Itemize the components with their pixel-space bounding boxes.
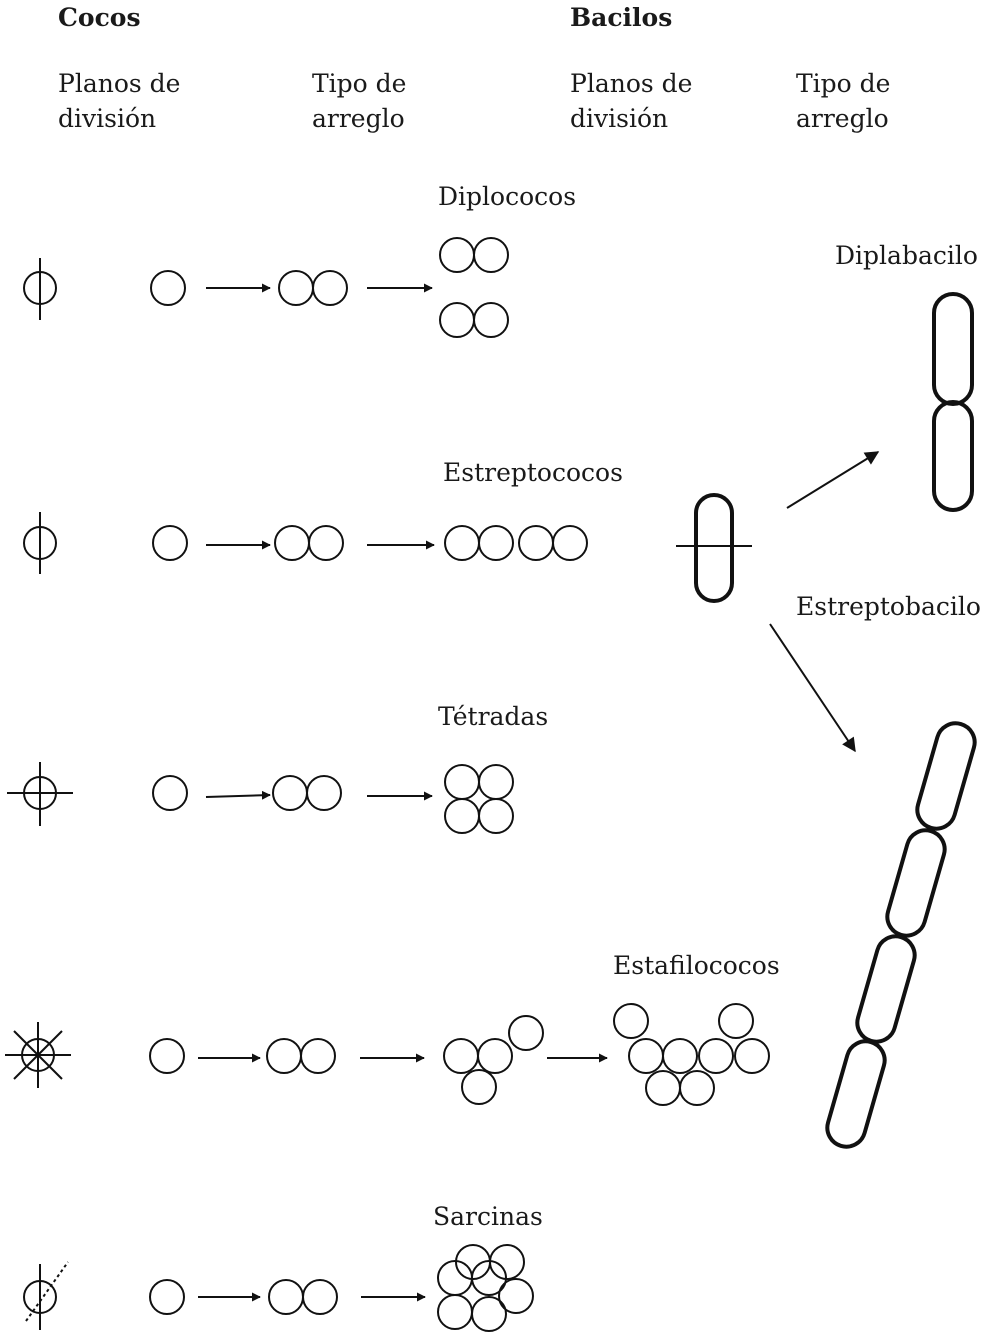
arrow-to-diplabacilo — [786, 451, 880, 509]
cocos-heading: Cocos — [58, 3, 141, 32]
coccus-cell — [662, 1038, 698, 1074]
cocos-planes-header-line1: Planos de — [58, 69, 180, 98]
coccus-cell — [734, 1038, 770, 1074]
estreptococos-sequence — [152, 525, 588, 561]
bacilos-heading: Bacilos — [570, 3, 672, 32]
coccus-cell — [444, 525, 480, 561]
arrow-to-estreptobacilo — [769, 623, 856, 753]
coccus-cell — [272, 775, 308, 811]
bacillus-cell — [932, 292, 974, 406]
division-plane-icon-two-planes — [7, 762, 73, 826]
coccus-cell — [312, 270, 348, 306]
diplococos-label: Diplococos — [438, 182, 576, 211]
coccus-cell — [439, 237, 475, 273]
tetradas-label: Tétradas — [438, 702, 548, 731]
coccus-cell — [473, 302, 509, 338]
coccus-cell — [266, 1038, 302, 1074]
coccus-cell — [478, 798, 514, 834]
coccus-cell — [149, 1279, 185, 1315]
coccus-cell — [718, 1003, 754, 1039]
coccus-cell — [152, 525, 188, 561]
coccus-cell — [302, 1279, 338, 1315]
bacilos-arrangement-header-line2: arreglo — [796, 104, 889, 133]
diplabacilo-cells — [932, 292, 974, 512]
bacillus-cell — [825, 1039, 887, 1149]
coccus-cell — [498, 1278, 534, 1314]
coccus-cell — [437, 1294, 473, 1330]
bacillus-cell — [915, 721, 977, 831]
coccus-cell — [613, 1003, 649, 1039]
division-arrow — [205, 790, 271, 800]
coccus-cell — [300, 1038, 336, 1074]
bacillus-division-icon — [676, 493, 752, 603]
coccus-cell — [443, 1038, 479, 1074]
coccus-cell — [152, 775, 188, 811]
coccus-cell — [478, 764, 514, 800]
division-plane-icon-multiple-planes — [5, 1022, 71, 1088]
coccus-cell — [444, 798, 480, 834]
coccus-cell — [306, 775, 342, 811]
coccus-cell — [274, 525, 310, 561]
coccus-cell — [478, 525, 514, 561]
estreptococos-label: Estreptococos — [443, 458, 623, 487]
cocos-arrangement-header-line2: arreglo — [312, 104, 405, 133]
bacillus-cell — [855, 934, 917, 1044]
bacilos-planes-header-line1: Planos de — [570, 69, 692, 98]
coccus-cell — [278, 270, 314, 306]
diplabacilo-label: Diplabacilo — [835, 241, 978, 270]
bacilos-planes-header-line2: división — [570, 104, 668, 133]
coccus-cell — [645, 1070, 681, 1106]
coccus-cell — [679, 1070, 715, 1106]
coccus-cell — [308, 525, 344, 561]
coccus-cell — [698, 1038, 734, 1074]
coccus-cell — [149, 1038, 185, 1074]
cocos-arrangement-header-line1: Tipo de — [312, 69, 406, 98]
coccus-cell — [552, 525, 588, 561]
bacillus-cell — [932, 400, 974, 512]
diplococos-sequence — [150, 237, 509, 338]
sarcinas-sequence — [149, 1244, 534, 1332]
tetradas-sequence — [152, 764, 514, 834]
coccus-cell — [518, 525, 554, 561]
coccus-cell — [477, 1038, 513, 1074]
coccus-cell — [471, 1296, 507, 1332]
division-plane-icon-single — [23, 258, 57, 320]
division-plane-icon-parallel — [23, 512, 57, 574]
coccus-cell — [150, 270, 186, 306]
coccus-cell — [508, 1015, 544, 1051]
estreptobacilo-cells — [825, 721, 977, 1149]
coccus-cell — [473, 237, 509, 273]
coccus-cell — [461, 1069, 497, 1105]
estreptobacilo-label: Estreptobacilo — [796, 592, 981, 621]
bacillus-cell — [885, 828, 947, 938]
cocos-planes-header-line2: división — [58, 104, 156, 133]
coccus-cell — [628, 1038, 664, 1074]
coccus-cell — [439, 302, 475, 338]
estafilococos-label: Estafilococos — [613, 951, 780, 980]
division-plane-icon-three-planes — [23, 1261, 69, 1330]
bacilos-arrangement-header-line1: Tipo de — [796, 69, 890, 98]
sarcinas-label: Sarcinas — [433, 1202, 543, 1231]
coccus-cell — [471, 1260, 507, 1296]
estafilococos-sequence — [149, 1003, 770, 1106]
coccus-cell — [268, 1279, 304, 1315]
coccus-cell — [444, 764, 480, 800]
